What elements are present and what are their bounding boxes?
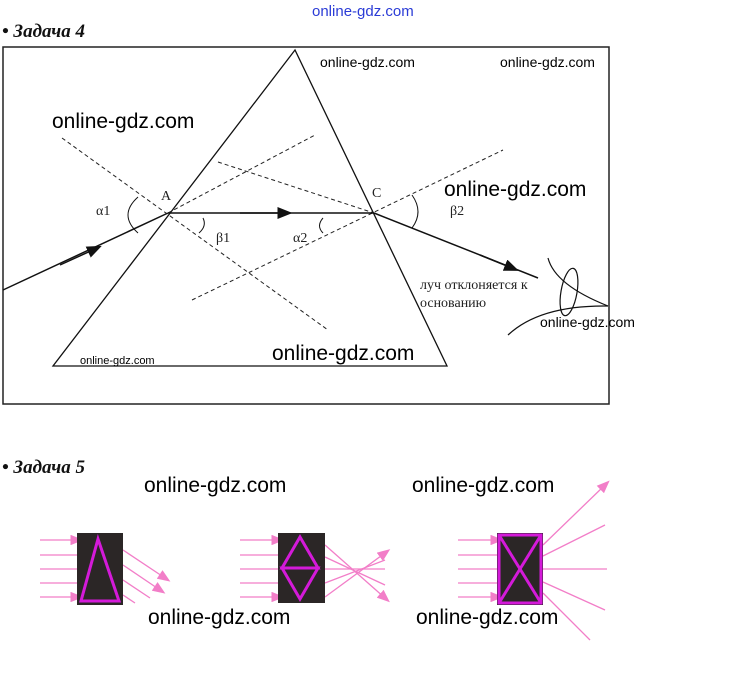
beta1-label: β1 [216,231,231,246]
task4-heading: • Задача 4 [2,21,85,42]
task5-heading: • Задача 5 [2,457,85,478]
eye-icon [507,257,609,336]
watermark: online-gdz.com [144,474,287,497]
beta2-label: β2 [450,204,465,219]
watermark: online-gdz.com [500,54,595,70]
watermark: online-gdz.com [272,342,415,365]
alpha2-label: α2 [293,231,308,246]
optical-boxes [40,480,610,641]
watermark: online-gdz.com [52,110,195,133]
watermark: online-gdz.com [416,606,559,629]
watermark: online-gdz.com [412,474,555,497]
watermark: online-gdz.com [148,606,291,629]
box-2-rays [240,534,391,603]
deflection-note: луч отклоняется к основанию [420,277,528,313]
header-watermark: online-gdz.com [312,3,414,20]
watermark: online-gdz.com [80,355,155,367]
alpha1-label: α1 [96,204,111,219]
box-1 [77,533,123,605]
note-line-2: основанию [420,296,487,311]
light-ray [2,207,539,291]
box-1-rays [40,534,171,604]
note-line-1: луч отклоняется к [420,278,528,293]
box-2 [278,533,325,603]
point-c-label: C [372,186,382,201]
box-3-rays [458,480,610,641]
diagram-frame [2,46,610,405]
point-a-label: A [161,189,172,204]
normals [61,134,504,331]
watermark: online-gdz.com [444,178,587,201]
prism-diagram [2,46,610,405]
angle-arcs [127,194,419,234]
box-3 [497,533,543,605]
watermark: online-gdz.com [540,314,635,330]
prism-triangle [51,48,449,367]
watermark: online-gdz.com [320,54,415,70]
